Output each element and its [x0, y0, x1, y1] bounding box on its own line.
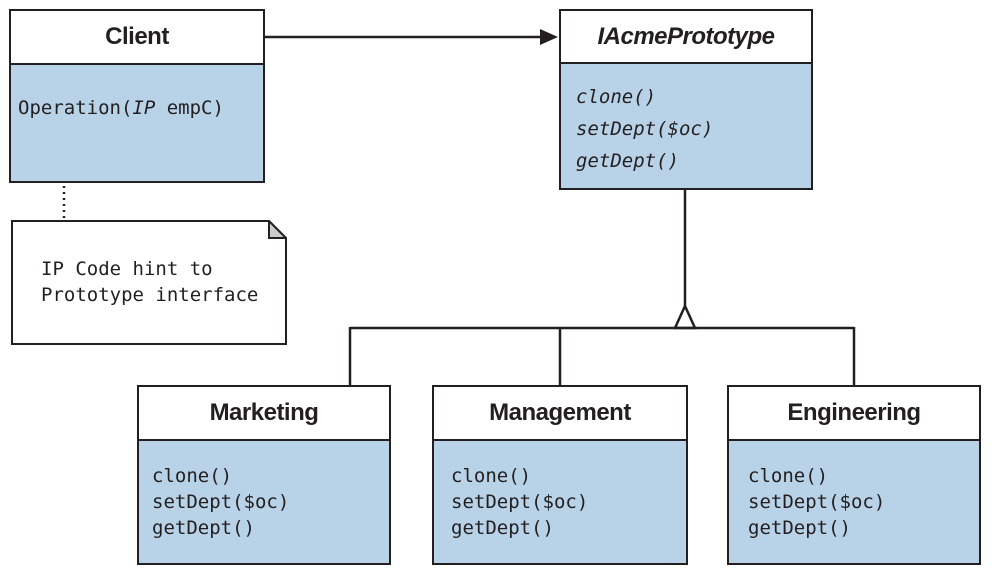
management-method-clone: clone() [451, 465, 532, 487]
interface-methods: clone() setDept($oc) getDept() [576, 81, 713, 177]
client-class-title: Client [11, 11, 263, 65]
marketing-method-getdept: getDept() [152, 517, 255, 539]
note-outline [11, 220, 287, 345]
management-class-title: Management [434, 387, 686, 441]
marketing-method-setdept: setDept($oc) [152, 491, 290, 513]
management-class-box: Management clone() setDept($oc) getDept(… [432, 385, 688, 565]
engineering-method-clone: clone() [748, 465, 829, 487]
management-method-setdept: setDept($oc) [451, 491, 589, 513]
marketing-methods: clone() setDept($oc) getDept() [152, 463, 289, 541]
interface-method-setdept: setDept($oc) [576, 118, 714, 140]
note-folded-corner [268, 220, 287, 239]
interface-box: IAcmePrototype clone() setDept($oc) getD… [559, 9, 813, 190]
interface-method-clone: clone() [576, 86, 657, 108]
note-text: IP Code hint to Prototype interface [41, 256, 258, 308]
inheritance-arrowhead [673, 302, 697, 330]
client-operation-suffix: empC) [155, 97, 224, 119]
engineering-method-setdept: setDept($oc) [748, 491, 886, 513]
marketing-method-clone: clone() [152, 465, 233, 487]
engineering-class-title: Engineering [729, 387, 979, 441]
engineering-class-box: Engineering clone() setDept($oc) getDept… [727, 385, 981, 565]
interface-method-getdept: getDept() [576, 150, 679, 172]
association-arrowhead [540, 29, 558, 45]
marketing-class-box: Marketing clone() setDept($oc) getDept() [137, 385, 391, 565]
client-operation: Operation(IP empC) [18, 95, 224, 121]
client-operation-type: IP [132, 97, 156, 119]
client-operation-prefix: Operation( [18, 97, 133, 119]
note-line-2: Prototype interface [41, 284, 259, 306]
note-line-1: IP Code hint to [41, 258, 213, 280]
note-shape [11, 220, 287, 345]
management-methods: clone() setDept($oc) getDept() [451, 463, 588, 541]
marketing-class-title: Marketing [139, 387, 389, 441]
note-box: IP Code hint to Prototype interface [11, 220, 287, 345]
management-method-getdept: getDept() [451, 517, 554, 539]
engineering-method-getdept: getDept() [748, 517, 851, 539]
client-class-box: Client Operation(IP empC) [9, 9, 265, 183]
interface-title: IAcmePrototype [561, 11, 811, 64]
engineering-methods: clone() setDept($oc) getDept() [748, 463, 885, 541]
